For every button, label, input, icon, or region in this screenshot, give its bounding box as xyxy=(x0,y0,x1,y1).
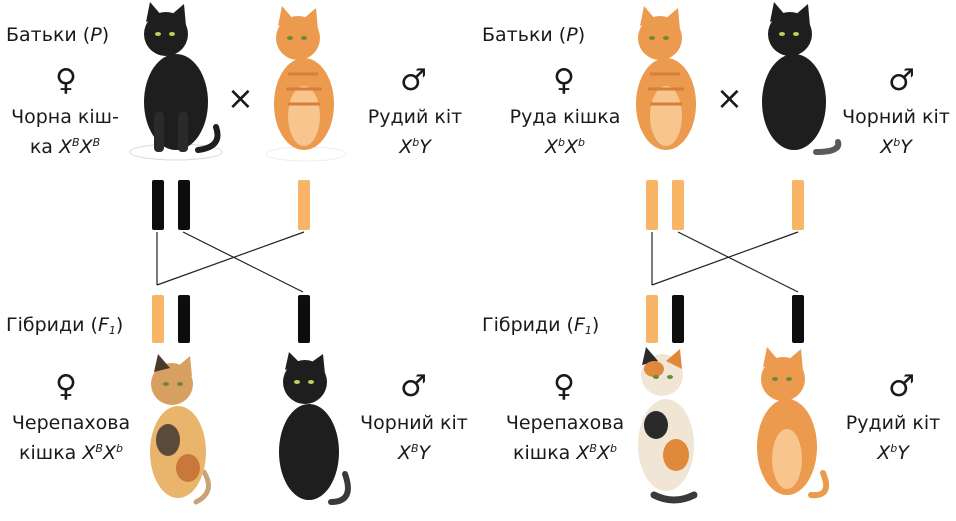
parents-label: Батьки (P) xyxy=(6,24,110,46)
cross-symbol: × xyxy=(227,79,254,117)
male-genotype: XbY xyxy=(880,136,912,158)
f1-male-label: Рудий кіт XbY xyxy=(834,410,952,466)
parents-label: Батьки (P) xyxy=(482,24,586,46)
f1-female-label: Черепахова кішка XBXb xyxy=(505,412,625,464)
f1-female-genotype: XBXb xyxy=(576,442,617,464)
female-parent-label: Чорна кіш- ка XBXB xyxy=(11,106,119,158)
chromosome-orange xyxy=(672,180,684,230)
orange-cat-image xyxy=(757,347,829,499)
chromosome-orange xyxy=(152,295,164,343)
cross-symbol: × xyxy=(716,79,743,117)
chromosome-black xyxy=(792,295,804,343)
female-symbol: ♀ xyxy=(553,63,575,98)
f1-female-label: Черепахова кішка XBXb xyxy=(11,412,131,464)
male-parent-label: Чорний кіт XbY xyxy=(838,104,954,160)
tortoiseshell-cat-image xyxy=(150,354,211,505)
chromosome-orange xyxy=(792,180,804,230)
male-symbol: ♂ xyxy=(400,63,427,98)
female-symbol: ♀ xyxy=(553,369,575,404)
chromosome-orange xyxy=(646,295,658,343)
black-cat-image xyxy=(762,2,842,155)
chromosome-black xyxy=(178,295,190,343)
female-genotype: XbXb xyxy=(544,136,586,158)
chromosome-orange xyxy=(298,180,310,230)
female-symbol: ♀ xyxy=(55,369,77,404)
male-symbol: ♂ xyxy=(888,63,915,98)
chromosome-black xyxy=(298,295,310,343)
orange-cat-image xyxy=(636,6,696,150)
f1-male-genotype: XbY xyxy=(877,442,909,464)
female-genotype: XBXB xyxy=(59,136,101,158)
hybrids-label: Гібриди (F1) xyxy=(6,314,124,337)
male-genotype: XbY xyxy=(399,136,431,158)
female-symbol: ♀ xyxy=(55,63,77,98)
f1-male-genotype: XBY xyxy=(397,442,431,464)
inheritance-lines xyxy=(651,231,799,293)
inheritance-lines xyxy=(156,231,305,293)
f1-female-genotype: XBXb xyxy=(82,442,123,464)
male-parent-label: Рудий кіт XbY xyxy=(355,104,475,160)
chromosome-black xyxy=(152,180,164,230)
male-symbol: ♂ xyxy=(400,369,427,404)
female-parent-label: Руда кішка XbXb xyxy=(509,106,621,158)
chromosome-black xyxy=(672,295,684,343)
calico-cat-image xyxy=(638,347,698,504)
black-cat-image xyxy=(129,2,223,161)
black-cat-image xyxy=(279,352,351,505)
chromosome-orange xyxy=(646,180,658,230)
hybrids-label: Гібриди (F1) xyxy=(482,314,600,337)
left-cross-panel: Батьки (P) ♀ Чорна кіш- ка XBXB × ♂ Руди… xyxy=(6,2,476,505)
f1-male-label: Чорний кіт XBY xyxy=(352,410,476,466)
chromosome-black xyxy=(178,180,190,230)
male-symbol: ♂ xyxy=(888,369,915,404)
right-cross-panel: Батьки (P) ♀ Руда кішка XbXb × ♂ Чорний … xyxy=(478,0,956,521)
orange-cat-image xyxy=(265,6,347,162)
